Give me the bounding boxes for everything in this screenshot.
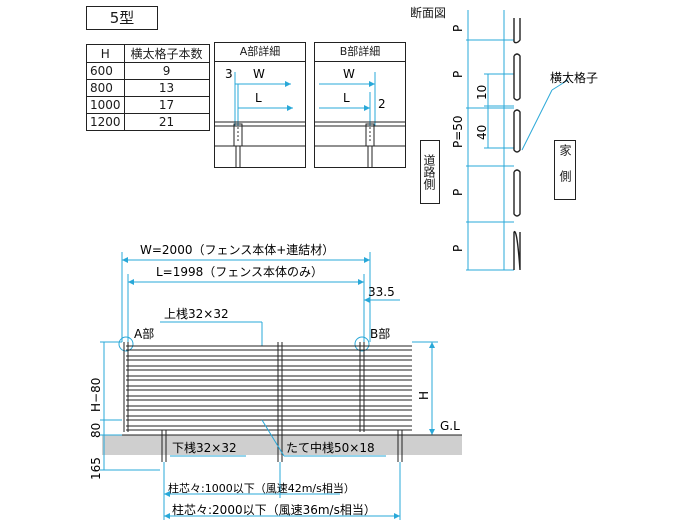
mid-post-label: たて中桟50×18 xyxy=(286,440,375,455)
detail-a-title: A部詳細 xyxy=(215,43,305,62)
table-header-row: H 横太格子本数 xyxy=(86,44,210,63)
cell-h: 800 xyxy=(86,79,125,97)
pitch-label-1: P xyxy=(451,25,465,32)
cell-h: 600 xyxy=(86,62,125,80)
dim-165: 165 xyxy=(89,457,103,480)
table-row: 600 9 xyxy=(86,62,210,80)
section-dim-40: 40 xyxy=(475,125,489,140)
detail-b-dim-w: W xyxy=(343,67,355,81)
w-dimension: W=2000（フェンス本体+連結材） xyxy=(140,243,334,257)
detail-a-dim-w: W xyxy=(253,67,265,81)
pitch-equation: P=50 xyxy=(451,115,465,148)
detail-a-box: A部詳細 3 W L xyxy=(214,42,306,168)
house-side-label: 家側 xyxy=(554,140,576,200)
detail-a-drawing: 3 W L xyxy=(215,67,305,167)
pitch-label-4: P xyxy=(451,245,465,252)
table-row: 1200 21 xyxy=(86,113,210,131)
road-side-label: 道路側 xyxy=(420,140,440,204)
dim-33-5: 33.5 xyxy=(368,285,395,299)
header-h: H xyxy=(86,44,125,63)
detail-a-dim-l: L xyxy=(255,91,262,105)
detail-a-dim-3: 3 xyxy=(225,67,233,81)
dim-80: 80 xyxy=(89,423,103,438)
fence-panel xyxy=(123,342,412,462)
detail-b-title: B部詳細 xyxy=(315,43,405,62)
cell-count: 21 xyxy=(123,113,210,131)
l-dimension: L=1998（フェンス本体のみ） xyxy=(156,265,323,279)
pitch-label-2: P xyxy=(451,71,465,78)
bottom-rail-label: 下桟32×32 xyxy=(172,441,237,455)
pitch-label-3: P xyxy=(451,189,465,196)
slat-label: 横太格子 xyxy=(550,70,598,85)
detail-b-dim-2: 2 xyxy=(378,97,386,111)
fence-type-title: 5型 xyxy=(86,6,158,30)
spec-table: H 横太格子本数 600 9 800 13 1000 17 1200 21 xyxy=(86,44,210,131)
header-slat-count: 横太格子本数 xyxy=(123,44,210,63)
top-rail-label: 上桟32×32 xyxy=(164,307,229,321)
cell-count: 17 xyxy=(123,96,210,114)
detail-b-dim-l: L xyxy=(343,91,350,105)
cell-h: 1000 xyxy=(86,96,125,114)
elevation-drawing: W=2000（フェンス本体+連結材） L=1998（フェンス本体のみ） 33.5… xyxy=(89,243,462,520)
b-part-label: B部 xyxy=(370,326,390,341)
cell-h: 1200 xyxy=(86,113,125,131)
section-title: 断面図 xyxy=(410,6,447,20)
cross-section-drawing: P P P=50 P P 10 40 横太格子 xyxy=(451,10,598,271)
detail-b-box: B部詳細 W L 2 xyxy=(314,42,406,168)
dim-h: H xyxy=(417,391,431,400)
post-pitch-2000: 柱芯々:2000以下（風速36m/s相当） xyxy=(172,502,376,517)
post-pitch-1000: 柱芯々:1000以下（風速42m/s相当） xyxy=(168,481,355,495)
section-dim-10: 10 xyxy=(475,85,489,100)
cell-count: 9 xyxy=(123,62,210,80)
a-part-label: A部 xyxy=(134,326,154,341)
gl-label: G.L xyxy=(440,419,460,433)
dim-h-minus-80: H−80 xyxy=(89,378,103,412)
table-row: 800 13 xyxy=(86,79,210,97)
cell-count: 13 xyxy=(123,79,210,97)
table-row: 1000 17 xyxy=(86,96,210,114)
detail-b-drawing: W L 2 xyxy=(315,67,405,167)
